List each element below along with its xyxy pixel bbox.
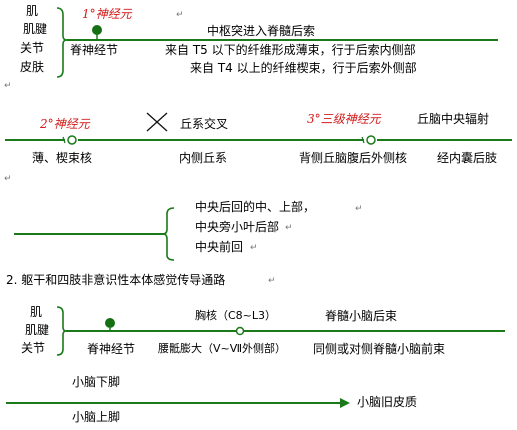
- paragraph-mark-4: ↵: [355, 204, 363, 214]
- target-precentral-gyrus: 中央前回: [195, 240, 244, 254]
- ganglion-label-1: 脊神经节: [70, 43, 119, 57]
- fasciculus-gracilis-text: 来自 T5 以下的纤维形成薄束，行于后索内侧部: [165, 43, 416, 57]
- thalamus-nucleus-label: 背侧丘脑腹后外侧核: [299, 151, 408, 165]
- paragraph-mark-1: ↵: [176, 10, 184, 20]
- paragraph-mark-2: ↵: [4, 81, 12, 91]
- receptor-tendon-4: 肌腱: [25, 323, 50, 337]
- dorsal-spinocerebellar-label: 脊髓小脑后束: [325, 309, 398, 323]
- internal-capsule-label: 经内囊后肢: [437, 151, 498, 165]
- target-paracentral-lobule: 中央旁小叶后部: [195, 220, 280, 234]
- synapse-2: [67, 135, 77, 145]
- neuron3-label: 3°三级神经元: [307, 112, 381, 126]
- fasciculus-cuneatus-text: 来自 T4 以上的纤维楔束，行于后索外侧部: [190, 61, 417, 75]
- ventral-spinocerebellar-label: 同侧或对侧脊髓小脑前束: [313, 342, 446, 356]
- receptor-brace-1: [56, 7, 68, 78]
- medial-lemniscus-label: 内侧丘系: [179, 151, 228, 165]
- synapse-4: [235, 326, 245, 336]
- target-brace-3: [162, 207, 175, 261]
- receptor-joint-4: 关节: [21, 341, 46, 355]
- decussation-label: 丘系交叉: [180, 117, 229, 131]
- receptor-skin-1: 皮肤: [20, 60, 45, 74]
- synapse-2-dash: [62, 136, 66, 144]
- thoracic-nucleus-label: 胸核（C8~L3）: [195, 309, 277, 322]
- superior-peduncle-label: 小脑上脚: [72, 410, 121, 424]
- paragraph-mark-3: ↵: [4, 174, 12, 184]
- arrow-head-5: [340, 398, 350, 408]
- radiation-label: 丘脑中央辐射: [417, 112, 490, 126]
- synapse-3-dash: [361, 136, 365, 144]
- ganglion-1: [92, 25, 102, 35]
- section-heading-2: 2. 躯干和四肢非意识性本体感觉传导通路: [6, 273, 226, 287]
- target-postcentral-gyrus: 中央后回的中、上部，: [195, 200, 316, 214]
- cerebellum-target-label: 小脑旧皮质: [357, 395, 418, 409]
- nucleus-label: 薄、楔束核: [32, 151, 93, 165]
- paragraph-mark-5: ↵: [285, 223, 293, 233]
- lumbosacral-label: 腰骶膨大（Ⅴ~Ⅶ外侧部）: [158, 342, 287, 355]
- receptor-muscle-4: 肌: [30, 305, 43, 319]
- neuron2-label: 2°神经元: [40, 117, 90, 131]
- ganglion-4: [105, 318, 115, 328]
- receptor-muscle-1: 肌: [26, 4, 39, 18]
- ganglion-label-4: 脊神经节: [87, 342, 136, 356]
- paragraph-mark-6: ↵: [250, 243, 258, 253]
- receptor-joint-1: 关节: [20, 41, 45, 55]
- decussation-cross-icon: [146, 112, 168, 132]
- inferior-peduncle-label: 小脑下脚: [72, 375, 121, 389]
- synapse-3: [366, 135, 376, 145]
- route-label-1: 中枢突进入脊髓后索: [207, 24, 316, 38]
- paragraph-mark-7: ↵: [268, 276, 276, 286]
- receptor-brace-4: [56, 306, 67, 356]
- neuron1-label: 1°神经元: [82, 7, 132, 21]
- receptor-tendon-1: 肌腱: [23, 22, 48, 36]
